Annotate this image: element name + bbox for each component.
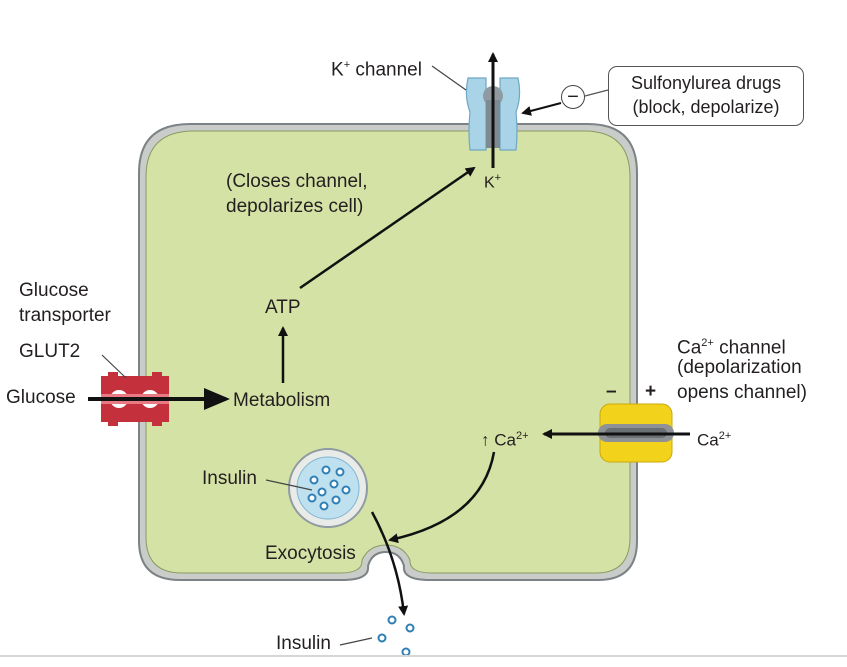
- drug-block-arrow: [521, 102, 562, 116]
- drug-line-2: (block, depolarize): [632, 97, 780, 117]
- closes-channel-line-1: (Closes channel,: [226, 171, 368, 192]
- atp-label: ATP: [265, 297, 301, 318]
- glucose-transporter-line-2: transporter: [19, 305, 111, 326]
- k-channel-label: K+ channel: [331, 59, 422, 81]
- drug-box-leader: [584, 89, 609, 97]
- glut2-label: GLUT2: [19, 341, 81, 362]
- glut2-leader: [101, 354, 127, 379]
- ca-desc-line-1: (depolarization: [677, 357, 802, 378]
- exocytosis-arrow: [370, 511, 409, 616]
- ca-intracellular-label: ↑ Ca2+: [481, 430, 529, 450]
- membrane-plus-sign: +: [645, 381, 657, 402]
- ca-desc-line-2: opens channel): [677, 382, 807, 403]
- insulin-released-leader: [339, 637, 373, 646]
- closes-channel-line-2: depolarizes cell): [226, 196, 364, 217]
- drug-line-1: Sulfonylurea drugs: [630, 73, 782, 93]
- insulin-vesicle-leader: [265, 479, 313, 491]
- inhibition-minus-icon: −: [561, 85, 585, 109]
- glucose-label: Glucose: [6, 387, 76, 408]
- released-insulin-granules: [377, 615, 415, 657]
- cell-cytoplasm: [145, 130, 631, 574]
- beta-cell: [138, 123, 638, 581]
- atp-to-k-arrow: [299, 166, 476, 290]
- bottom-divider: [0, 655, 847, 657]
- exocytosis-label: Exocytosis: [265, 543, 356, 564]
- glucose-transporter-line-1: Glucose: [19, 280, 89, 301]
- ca-extracellular-label: Ca2+: [697, 430, 732, 450]
- insulin-granules: [307, 465, 351, 511]
- membrane-minus-sign: –: [606, 381, 617, 402]
- sulfonylurea-drugs-box: Sulfonylurea drugs (block, depolarize): [608, 66, 804, 126]
- k-channel-leader: [431, 65, 467, 91]
- insulin-vesicle-label: Insulin: [202, 468, 257, 489]
- ca-channel-label: Ca2+ channel: [677, 337, 786, 359]
- k-ion-label: K+: [484, 172, 502, 192]
- metabolism-label: Metabolism: [233, 390, 331, 411]
- ca-to-exocytosis-arrow: [388, 451, 496, 544]
- insulin-released-label: Insulin: [276, 633, 331, 654]
